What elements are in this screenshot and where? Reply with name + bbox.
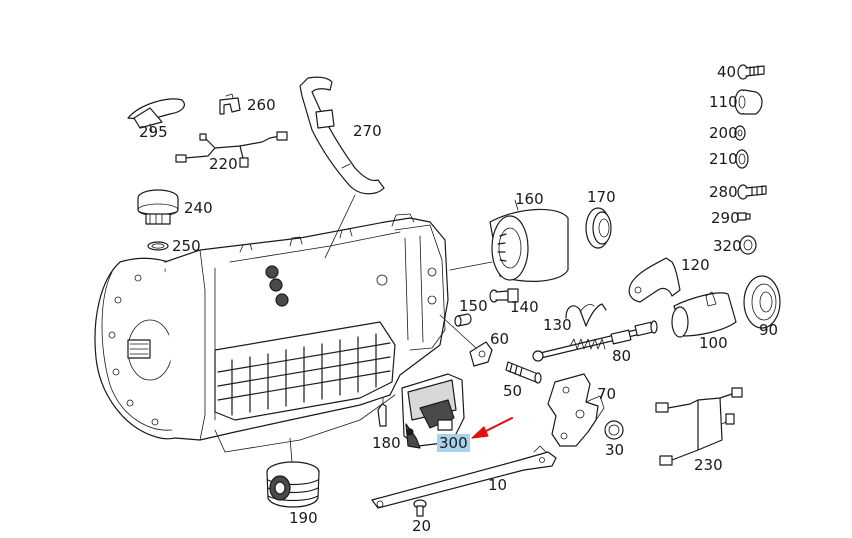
part-180-bracket xyxy=(377,397,387,427)
callout-210[interactable]: 210 xyxy=(709,150,738,168)
callout-260[interactable]: 260 xyxy=(247,96,276,114)
callout-200[interactable]: 200 xyxy=(709,124,738,142)
callout-10[interactable]: 10 xyxy=(488,476,508,494)
part-220-wiring-harness xyxy=(175,131,288,168)
part-130-spring xyxy=(565,303,607,327)
part-100-sleeve xyxy=(671,291,737,338)
part-200-washer xyxy=(734,125,746,141)
callout-30[interactable]: 30 xyxy=(605,441,625,459)
callout-250[interactable]: 250 xyxy=(172,237,201,255)
part-50-shaft xyxy=(505,361,542,384)
part-60-bracket xyxy=(439,314,493,367)
callout-300-highlighted[interactable]: 300 xyxy=(437,434,470,452)
part-20-bolt xyxy=(413,499,427,517)
part-230-wiring xyxy=(655,387,743,466)
part-80-shaft xyxy=(532,320,658,362)
part-10-linkage-rod xyxy=(371,445,557,509)
part-260-clip xyxy=(219,93,241,115)
part-110-bushing xyxy=(734,89,763,115)
callout-80[interactable]: 80 xyxy=(612,347,632,365)
part-40-bolt xyxy=(737,64,765,80)
callout-140[interactable]: 140 xyxy=(510,298,539,316)
callout-295[interactable]: 295 xyxy=(139,123,168,141)
part-290-pin xyxy=(737,212,751,221)
part-160-sleeve xyxy=(449,199,569,282)
callout-280[interactable]: 280 xyxy=(709,183,738,201)
part-270-tube xyxy=(299,76,385,259)
part-210-ring xyxy=(735,149,749,169)
callout-170[interactable]: 170 xyxy=(587,188,616,206)
part-300-control-unit xyxy=(401,373,465,449)
callout-110[interactable]: 110 xyxy=(709,93,738,111)
highlight-arrow xyxy=(471,417,513,439)
callout-190[interactable]: 190 xyxy=(289,509,318,527)
callout-50[interactable]: 50 xyxy=(503,382,523,400)
part-250-seal xyxy=(147,241,169,251)
callout-20[interactable]: 20 xyxy=(412,517,432,535)
callout-160[interactable]: 160 xyxy=(515,190,544,208)
callout-40[interactable]: 40 xyxy=(717,63,737,81)
part-280-bolt xyxy=(737,184,767,200)
part-320-plug xyxy=(739,235,757,255)
part-190-filter xyxy=(266,437,320,508)
part-240-cap xyxy=(137,189,179,225)
part-30-plug xyxy=(604,420,624,440)
callout-100[interactable]: 100 xyxy=(699,334,728,352)
callout-270[interactable]: 270 xyxy=(353,122,382,140)
transmission-housing xyxy=(94,213,449,453)
callout-230[interactable]: 230 xyxy=(694,456,723,474)
callout-70[interactable]: 70 xyxy=(597,385,617,403)
part-170-ring xyxy=(585,207,612,249)
callout-60[interactable]: 60 xyxy=(490,330,510,348)
part-90-cover xyxy=(743,275,781,329)
callout-150[interactable]: 150 xyxy=(459,297,488,315)
callout-220[interactable]: 220 xyxy=(209,155,238,173)
callout-320[interactable]: 320 xyxy=(713,237,742,255)
callout-130[interactable]: 130 xyxy=(543,316,572,334)
callout-120[interactable]: 120 xyxy=(681,256,710,274)
callout-240[interactable]: 240 xyxy=(184,199,213,217)
part-150-pin xyxy=(454,313,472,327)
part-120-lever xyxy=(628,257,681,303)
callout-180[interactable]: 180 xyxy=(372,434,401,452)
part-295-cable-tie xyxy=(127,98,185,133)
part-140-bolt xyxy=(489,288,519,303)
callout-290[interactable]: 290 xyxy=(711,209,740,227)
callout-90[interactable]: 90 xyxy=(759,321,779,339)
part-70-selector-plate xyxy=(547,373,605,447)
